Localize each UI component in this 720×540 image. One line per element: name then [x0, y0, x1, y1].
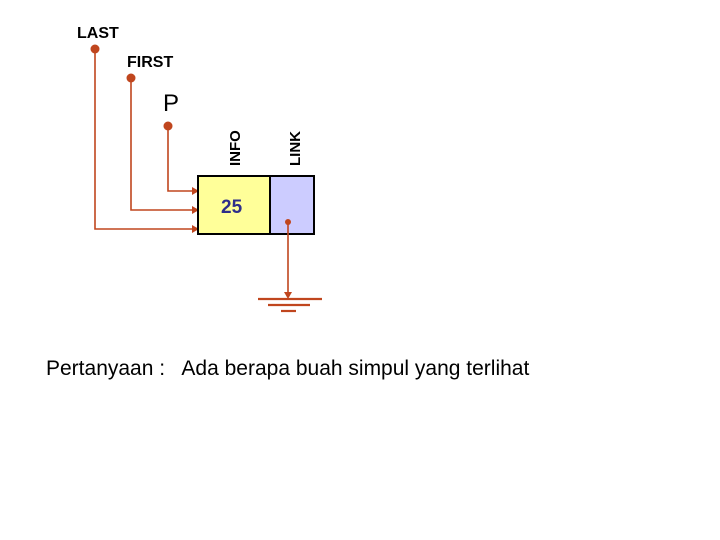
p-dot	[163, 121, 173, 131]
last-arrowhead	[192, 225, 199, 233]
arrowheads	[192, 187, 199, 233]
p-arrowhead	[192, 187, 199, 195]
p-label: P	[163, 90, 179, 117]
p-pointer-line	[167, 126, 197, 192]
link-field	[269, 175, 315, 235]
last-dot	[90, 44, 100, 54]
question-text: Pertanyaan : Ada berapa buah simpul yang…	[46, 357, 530, 380]
list-node: 25	[197, 175, 315, 235]
first-dot	[126, 73, 136, 83]
first-pointer-line	[130, 78, 197, 211]
first-label: FIRST	[127, 54, 173, 71]
pointer-lines	[94, 49, 197, 230]
link-field-label: LINK	[287, 131, 304, 166]
null-pointer	[258, 219, 322, 313]
last-label: LAST	[77, 25, 119, 42]
info-value: 25	[221, 197, 243, 218]
first-arrowhead	[192, 206, 199, 214]
info-field-label: INFO	[227, 130, 244, 166]
last-pointer-line	[94, 49, 197, 230]
null-arrowhead	[284, 292, 292, 299]
pointer-dots	[90, 44, 173, 131]
